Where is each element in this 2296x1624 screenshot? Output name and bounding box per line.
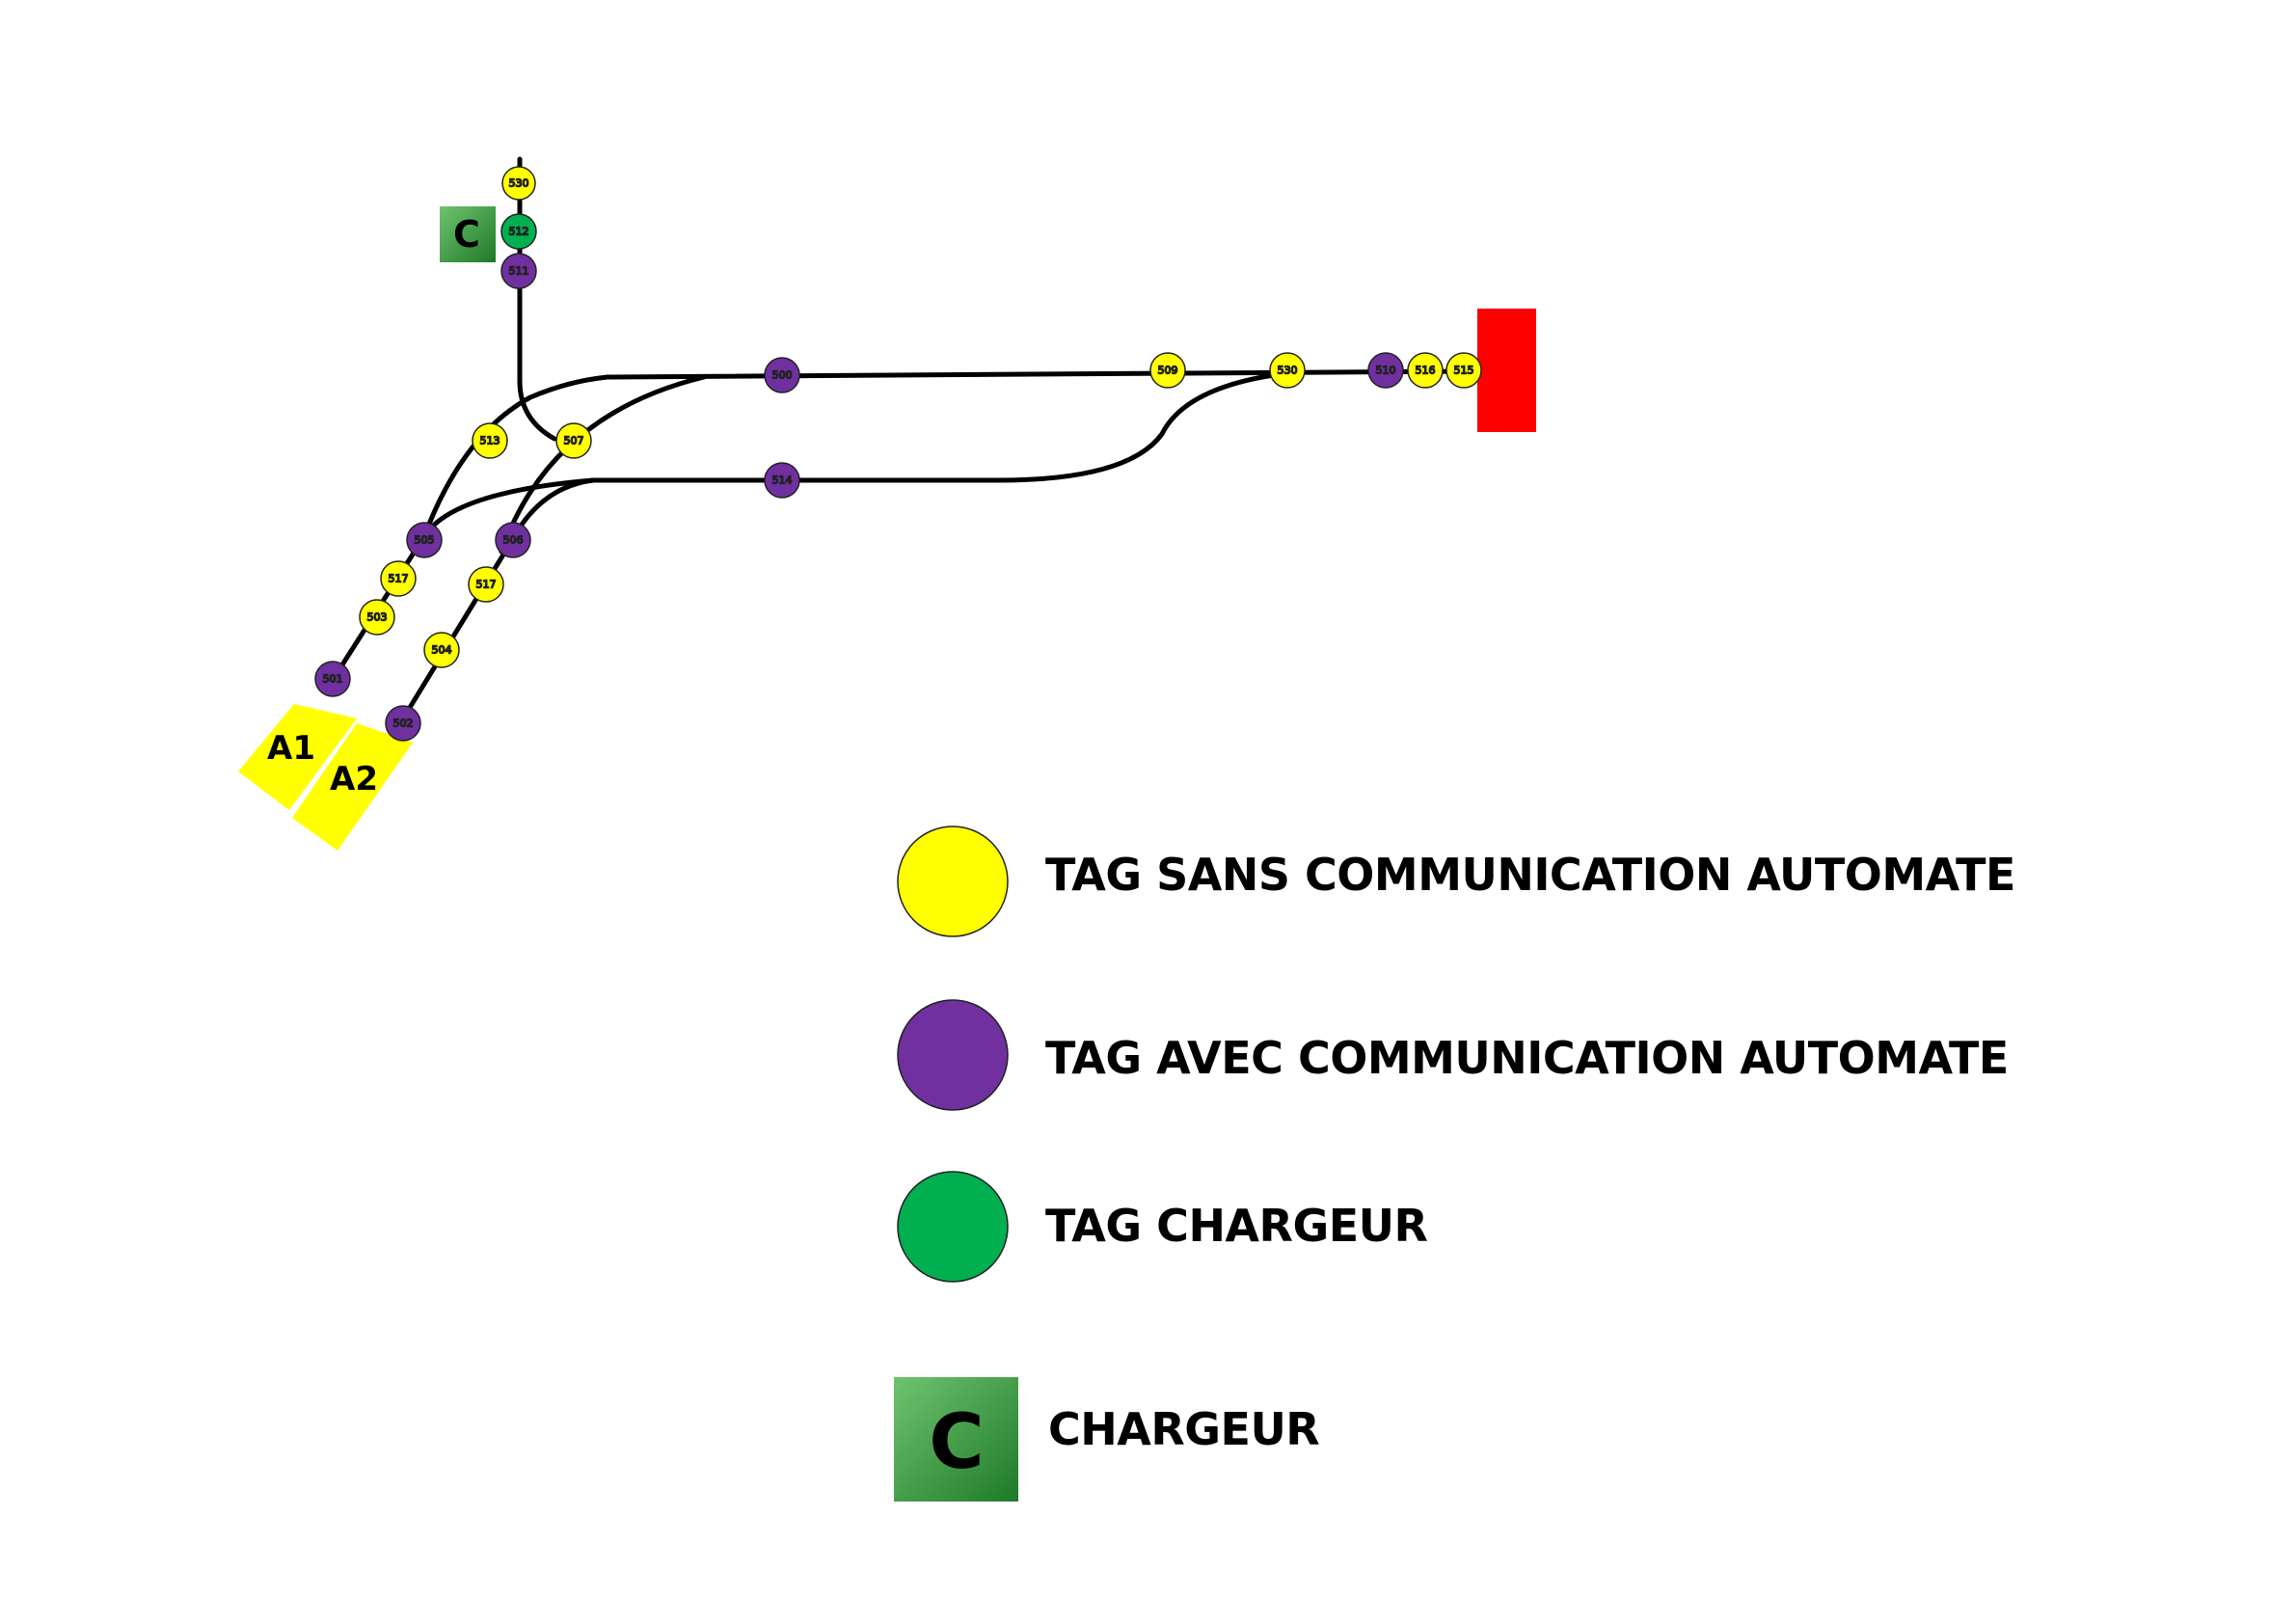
svg-text:530: 530: [509, 177, 529, 190]
tag-509[interactable]: 509: [1149, 352, 1186, 389]
tag-516[interactable]: 516: [1407, 352, 1444, 389]
legend-green-circle-icon: [897, 1171, 1009, 1283]
track-charger-spur: [517, 156, 557, 442]
svg-text:515: 515: [1454, 365, 1474, 377]
track-main-lower: [590, 370, 1290, 483]
svg-text:517: 517: [389, 573, 409, 585]
tag-511[interactable]: 511: [500, 253, 537, 289]
tag-530-top[interactable]: 530: [501, 166, 536, 201]
legend-label-tag-without-comm: TAG SANS COMMUNICATION AUTOMATE: [1045, 849, 2015, 901]
tag-504[interactable]: 504: [423, 632, 460, 668]
tag-510[interactable]: 510: [1367, 352, 1404, 389]
track-upper-curve-right: [499, 374, 707, 555]
legend-label-tag-charger: TAG CHARGEUR: [1045, 1200, 1428, 1252]
svg-text:530: 530: [1278, 365, 1298, 377]
track-upper-curve-left: [421, 374, 610, 539]
svg-text:502: 502: [393, 717, 414, 730]
svg-text:505: 505: [415, 534, 435, 547]
tag-506[interactable]: 506: [495, 522, 531, 558]
legend: [897, 826, 1009, 1283]
end-block: [1477, 309, 1536, 432]
charger-station: C: [440, 206, 496, 262]
svg-text:514: 514: [772, 474, 793, 487]
svg-text:507: 507: [564, 435, 584, 447]
tag-503[interactable]: 503: [359, 599, 395, 636]
tag-500[interactable]: 500: [764, 357, 800, 393]
svg-text:C: C: [929, 1399, 984, 1486]
charger-station-label: C: [453, 213, 480, 256]
tag-502[interactable]: 502: [385, 705, 421, 742]
legend-label-charger: CHARGEUR: [1048, 1403, 1320, 1455]
svg-text:511: 511: [509, 265, 529, 278]
svg-text:504: 504: [432, 644, 452, 657]
svg-text:512: 512: [509, 226, 529, 238]
svg-text:503: 503: [367, 611, 388, 624]
zone-a2-label: A2: [330, 760, 378, 798]
svg-text:506: 506: [503, 534, 524, 547]
svg-text:509: 509: [1158, 365, 1178, 377]
svg-text:516: 516: [1416, 365, 1436, 377]
zone-a2: A2: [292, 723, 413, 851]
tag-514[interactable]: 514: [764, 462, 800, 499]
legend-yellow-circle-icon: [897, 826, 1009, 937]
tag-512[interactable]: 512: [500, 213, 537, 250]
svg-text:517: 517: [476, 579, 497, 591]
svg-text:510: 510: [1376, 365, 1396, 377]
zone-a1: A1: [238, 704, 357, 810]
zone-a1-label: A1: [267, 729, 315, 768]
tag-517-left[interactable]: 517: [380, 560, 417, 597]
tag-507[interactable]: 507: [555, 422, 592, 459]
tags: 530 512 511 500 509 530 510 516 515 513 …: [314, 166, 1482, 742]
tag-517-right[interactable]: 517: [468, 566, 504, 603]
svg-text:501: 501: [323, 673, 343, 686]
tag-501[interactable]: 501: [314, 661, 351, 697]
tag-505[interactable]: 505: [406, 522, 443, 558]
legend-purple-circle-icon: [897, 999, 1009, 1111]
svg-text:513: 513: [480, 435, 500, 447]
legend-charger-icon: C: [894, 1377, 1018, 1502]
svg-text:500: 500: [772, 369, 793, 382]
tag-515[interactable]: 515: [1445, 352, 1482, 389]
tag-513[interactable]: 513: [472, 422, 508, 459]
track-main-upper: [605, 368, 1473, 380]
legend-label-tag-with-comm: TAG AVEC COMMUNICATION AUTOMATE: [1045, 1032, 2009, 1084]
tag-530-right[interactable]: 530: [1269, 352, 1306, 389]
